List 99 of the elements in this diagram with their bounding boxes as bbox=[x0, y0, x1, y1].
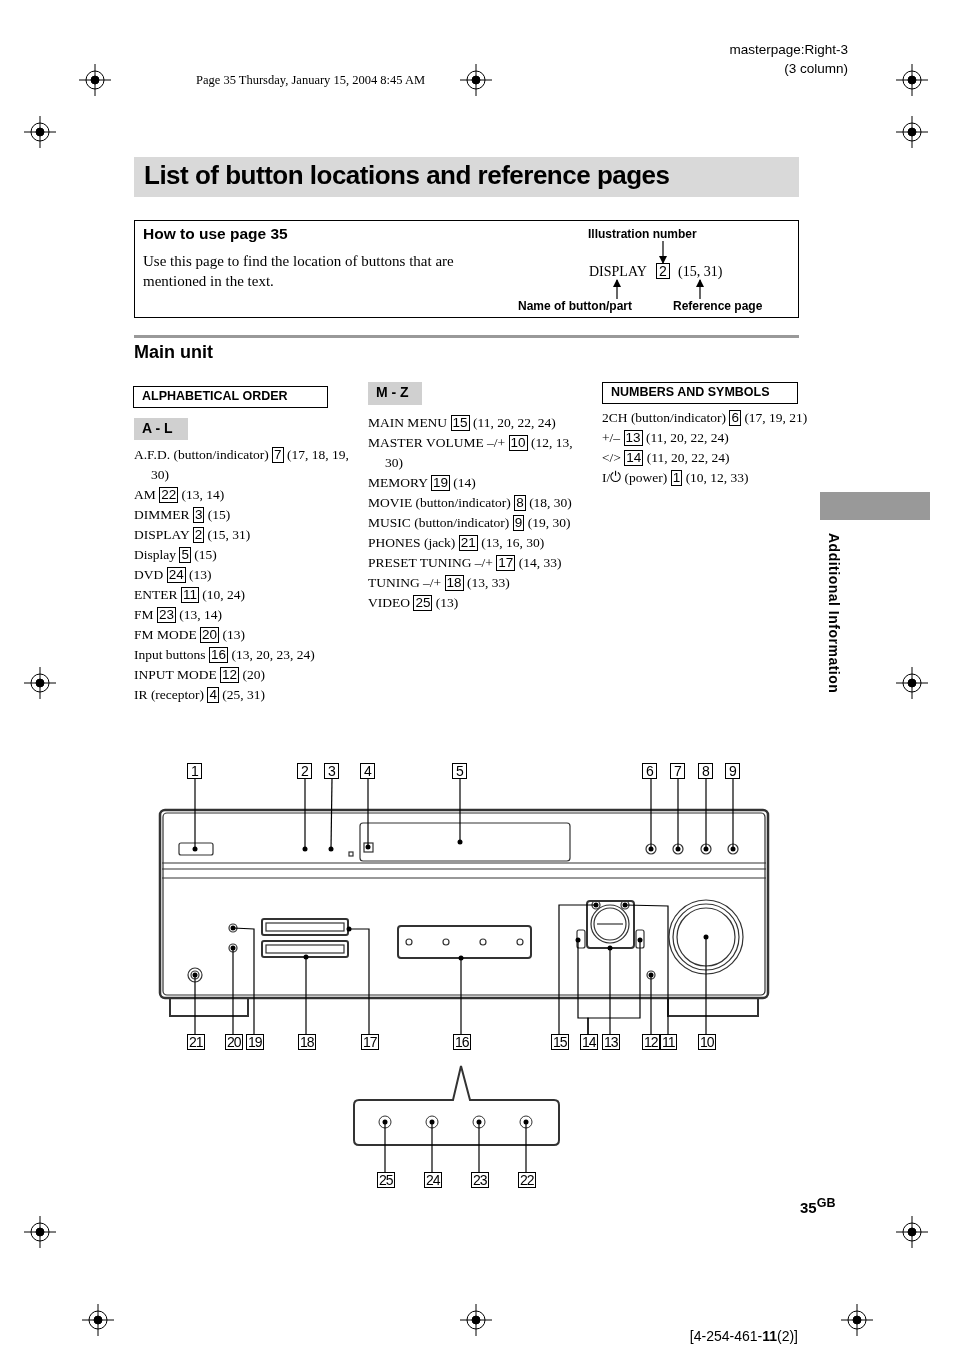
callout-number: 5 bbox=[452, 763, 467, 779]
index-entry: MUSIC (button/indicator) 9 (19, 30) bbox=[368, 514, 572, 533]
header-note: Page 35 Thursday, January 15, 2004 8:45 AM bbox=[196, 73, 426, 88]
index-entry: PHONES (jack) 21 (13, 16, 30) bbox=[368, 534, 546, 553]
box-text: Use this page to find the location of buttons that are mentioned in the text. bbox=[143, 252, 455, 291]
callout-number: 15 bbox=[551, 1034, 569, 1050]
leader-line bbox=[382, 1119, 388, 1173]
index-entry: 2CH (button/indicator) 6 (17, 19, 21) bbox=[602, 409, 809, 428]
leader-line bbox=[302, 778, 308, 852]
example-name: DISPLAY bbox=[589, 264, 647, 280]
index-entry: A.F.D. (button/indicator) 7 (17, 18, 19, 30) bbox=[134, 446, 350, 484]
callout-number: 11 bbox=[660, 1034, 677, 1050]
callout-number: 1 bbox=[187, 763, 202, 779]
callout-number: 24 bbox=[424, 1172, 442, 1188]
callout-number: 20 bbox=[225, 1034, 243, 1050]
legend-text: Name of button/part bbox=[518, 299, 632, 313]
leader-line bbox=[457, 778, 463, 845]
leader-line bbox=[458, 955, 464, 1035]
index-entry: DIMMER 3 (15) bbox=[134, 506, 232, 525]
callout-number: 2 bbox=[297, 763, 312, 779]
leader-line bbox=[346, 926, 370, 1035]
callout-number: 10 bbox=[698, 1034, 716, 1050]
index-entry: DVD 24 (13) bbox=[134, 566, 213, 585]
callout-number: 25 bbox=[377, 1172, 395, 1188]
info-box bbox=[134, 220, 799, 318]
footer-code: [4-254-461-11(2)] bbox=[688, 1328, 798, 1344]
arrow bbox=[696, 279, 704, 300]
callout-number: 12 bbox=[642, 1034, 660, 1050]
section-tab-text: Additional Information bbox=[826, 533, 842, 694]
leader-line bbox=[703, 778, 709, 852]
example-pages: (15, 31) bbox=[678, 264, 723, 280]
index-entry: DISPLAY 2 (15, 31) bbox=[134, 526, 252, 545]
leader-line bbox=[328, 778, 334, 852]
leader-line bbox=[230, 925, 255, 1035]
index-entry: AM 22 (13, 14) bbox=[134, 486, 226, 505]
callout-number: 23 bbox=[471, 1172, 489, 1188]
callout-number: 19 bbox=[246, 1034, 264, 1050]
box-heading: How to use page 35 bbox=[143, 225, 288, 243]
arrow bbox=[613, 279, 621, 300]
leader-line bbox=[230, 945, 236, 1035]
callout-number: 8 bbox=[698, 763, 713, 779]
index-entry: +/– 13 (11, 20, 22, 24) bbox=[602, 429, 730, 448]
callout-number: 21 bbox=[187, 1034, 205, 1050]
index-entry: I/⏻ (power) 1 (10, 12, 33) bbox=[602, 469, 750, 488]
legend-text: Illustration number bbox=[588, 227, 697, 241]
callout-number: 9 bbox=[725, 763, 740, 779]
legend-text: Reference page bbox=[673, 299, 763, 313]
callout-number: 13 bbox=[602, 1034, 620, 1050]
arrow bbox=[659, 240, 667, 264]
index-entry: INPUT MODE 12 (20) bbox=[134, 666, 266, 685]
leader-line bbox=[675, 778, 681, 852]
index-entry: </> 14 (11, 20, 22, 24) bbox=[602, 449, 731, 468]
index-entry: MOVIE (button/indicator) 8 (18, 30) bbox=[368, 494, 573, 513]
callout-number: 6 bbox=[642, 763, 657, 779]
section-header: M - Z bbox=[368, 382, 422, 405]
section-header: ALPHABETICAL ORDER bbox=[133, 386, 328, 408]
callout-number: 2 bbox=[656, 263, 670, 279]
callout-number: 4 bbox=[360, 763, 375, 779]
section-header: A - L bbox=[134, 418, 188, 440]
callout-number: 3 bbox=[324, 763, 339, 779]
section-header: NUMBERS AND SYMBOLS bbox=[602, 382, 798, 404]
index-entry: ENTER 11 (10, 24) bbox=[134, 586, 246, 605]
index-entry: VIDEO 25 (13) bbox=[368, 594, 460, 613]
leader-line bbox=[587, 937, 643, 1035]
leader-line bbox=[622, 902, 669, 1035]
section-tab bbox=[820, 492, 930, 520]
leader-line bbox=[558, 902, 599, 1035]
leader-line bbox=[429, 1119, 435, 1173]
leader-line bbox=[648, 778, 654, 852]
index-entry: MASTER VOLUME –/+ 10 (12, 13, 30) bbox=[368, 434, 574, 472]
index-entry: TUNING –/+ 18 (13, 33) bbox=[368, 574, 511, 593]
leader-line bbox=[192, 778, 198, 852]
leader-line bbox=[365, 778, 371, 850]
callout-number: 14 bbox=[580, 1034, 598, 1050]
index-entry: Input buttons 16 (13, 20, 23, 24) bbox=[134, 646, 316, 665]
callout-number: 16 bbox=[453, 1034, 471, 1050]
leader-line bbox=[648, 972, 654, 1035]
index-entry: PRESET TUNING –/+ 17 (14, 33) bbox=[368, 554, 563, 573]
callout-number: 18 bbox=[298, 1034, 316, 1050]
leader-line bbox=[523, 1119, 529, 1173]
leader-line bbox=[607, 945, 613, 1035]
index-entry: MAIN MENU 15 (11, 20, 22, 24) bbox=[368, 414, 557, 433]
index-entry: FM MODE 20 (13) bbox=[134, 626, 246, 645]
leader-line bbox=[192, 972, 198, 1035]
callout-number: 22 bbox=[518, 1172, 536, 1188]
page-number: 35$^{GB}$ bbox=[800, 1196, 836, 1216]
index-entry: IR (receptor) 4 (25, 31) bbox=[134, 686, 267, 705]
callout-number: 7 bbox=[670, 763, 685, 779]
leader-line bbox=[703, 934, 709, 1035]
leader-line bbox=[730, 778, 736, 852]
index-entry: FM 23 (13, 14) bbox=[134, 606, 224, 625]
header-note: masterpage:Right-3 (3 column) bbox=[728, 41, 848, 78]
section-heading: Main unit bbox=[134, 342, 213, 363]
index-entry: MEMORY 19 (14) bbox=[368, 474, 477, 493]
leader-line bbox=[476, 1119, 482, 1173]
callout-number: 17 bbox=[361, 1034, 379, 1050]
leader-line bbox=[303, 954, 309, 1035]
title-band: List of button locations and reference pages bbox=[134, 157, 799, 197]
index-entry: Display 5 (15) bbox=[134, 546, 218, 565]
